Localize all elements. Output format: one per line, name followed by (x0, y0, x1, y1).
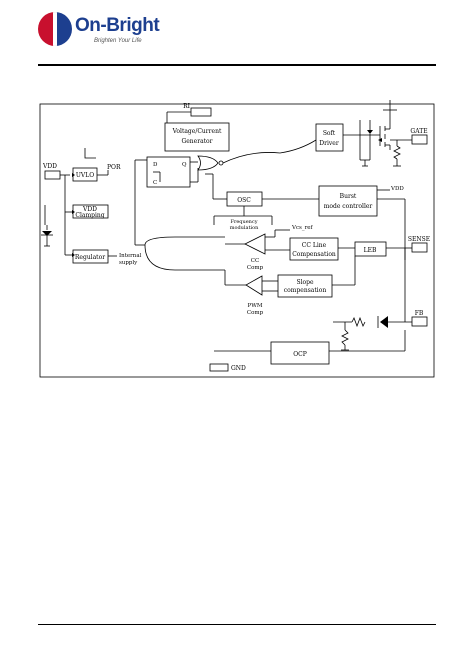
vcs-ref-label: Vcs_ref (291, 225, 314, 231)
pin-sense-label: SENSE (408, 236, 430, 243)
dff-q-label: Q (182, 162, 187, 168)
brand-name: On-Bright (75, 15, 160, 36)
cc-comp-label-1: CC (251, 258, 259, 264)
slope-label-1: Slope (296, 279, 313, 286)
gate-arrow-icon (378, 138, 382, 142)
leb-block (354, 241, 387, 257)
nor-gate-icon (197, 155, 219, 171)
footer-rule (38, 624, 436, 625)
por-label: POR (107, 164, 121, 171)
freq-ctrl-label-2: modulation (230, 225, 259, 231)
regulator-block (72, 249, 109, 264)
dff-block (146, 156, 191, 188)
uvlo-label: UVLO (76, 172, 94, 179)
slope-label-2: compensation (284, 287, 327, 294)
pin-gate-box (411, 134, 428, 145)
osc-label: OSC (237, 197, 251, 204)
burst-mode-label-1: Burst (340, 193, 357, 200)
vi-generator-label-1: Voltage/Current (172, 128, 222, 135)
pin-gnd-box (209, 363, 229, 372)
pin-fb-box (411, 316, 428, 327)
pwm-comp-label-1: PWM (248, 303, 263, 309)
slope-compensation-block (277, 274, 333, 298)
pin-ri-label: RI (183, 103, 191, 110)
company-logo: On-Bright Brighten Your Life (38, 10, 160, 54)
brand-tagline: Brighten Your Life (94, 38, 142, 44)
freq-ctrl-label-1: Frequency (230, 219, 257, 225)
pwm-comp-label-2: Comp (247, 310, 264, 316)
cc-comp-label-2: Comp (247, 265, 264, 271)
internal-supply-label-1: Internal (119, 253, 142, 259)
header-rule (38, 64, 436, 66)
pin-ri-box (190, 107, 212, 117)
pin-vdd-label: VDD (42, 163, 57, 170)
vdd-zener-icon (42, 231, 52, 236)
ocp-label: OCP (293, 351, 307, 358)
cc-comparator-icon (244, 233, 266, 255)
diagram-frame (39, 103, 435, 378)
regulator-label: Regulator (75, 254, 105, 261)
vi-generator-label-2: Generator (181, 138, 212, 145)
soft-driver-label-1: Soft (323, 130, 336, 137)
vdd-clamping-label-1: VDD (82, 206, 97, 213)
internal-supply-label-2: supply (119, 260, 138, 266)
dff-clk-label: C (153, 180, 157, 186)
burst-mode-block (318, 185, 378, 217)
soft-driver-block (315, 123, 344, 152)
dff-d-label: D (153, 162, 158, 168)
pin-gnd-label: GND (231, 365, 246, 372)
ocp-block (270, 341, 330, 365)
logo-mark-icon (38, 12, 72, 46)
pin-vdd-box (44, 170, 61, 180)
fb-diode-icon (380, 316, 388, 328)
pin-gate-label: GATE (410, 128, 427, 135)
vi-generator-block (164, 122, 230, 152)
cc-line-label-2: Compensation (292, 251, 336, 258)
cc-line-compensation-block (289, 237, 339, 261)
cc-line-label-1: CC Line (302, 242, 327, 249)
pin-sense-box (411, 242, 428, 253)
soft-driver-label-2: Driver (319, 140, 339, 147)
zener-diode-icon (367, 130, 373, 134)
pin-fb-label: FB (415, 310, 424, 317)
burst-mode-label-2: mode controller (324, 203, 373, 210)
pwm-comparator-icon (245, 275, 263, 296)
leb-label: LEB (364, 247, 377, 254)
vdd-internal-label: VDD (390, 186, 404, 192)
vdd-clamping-label-2: Clamping (75, 212, 104, 219)
